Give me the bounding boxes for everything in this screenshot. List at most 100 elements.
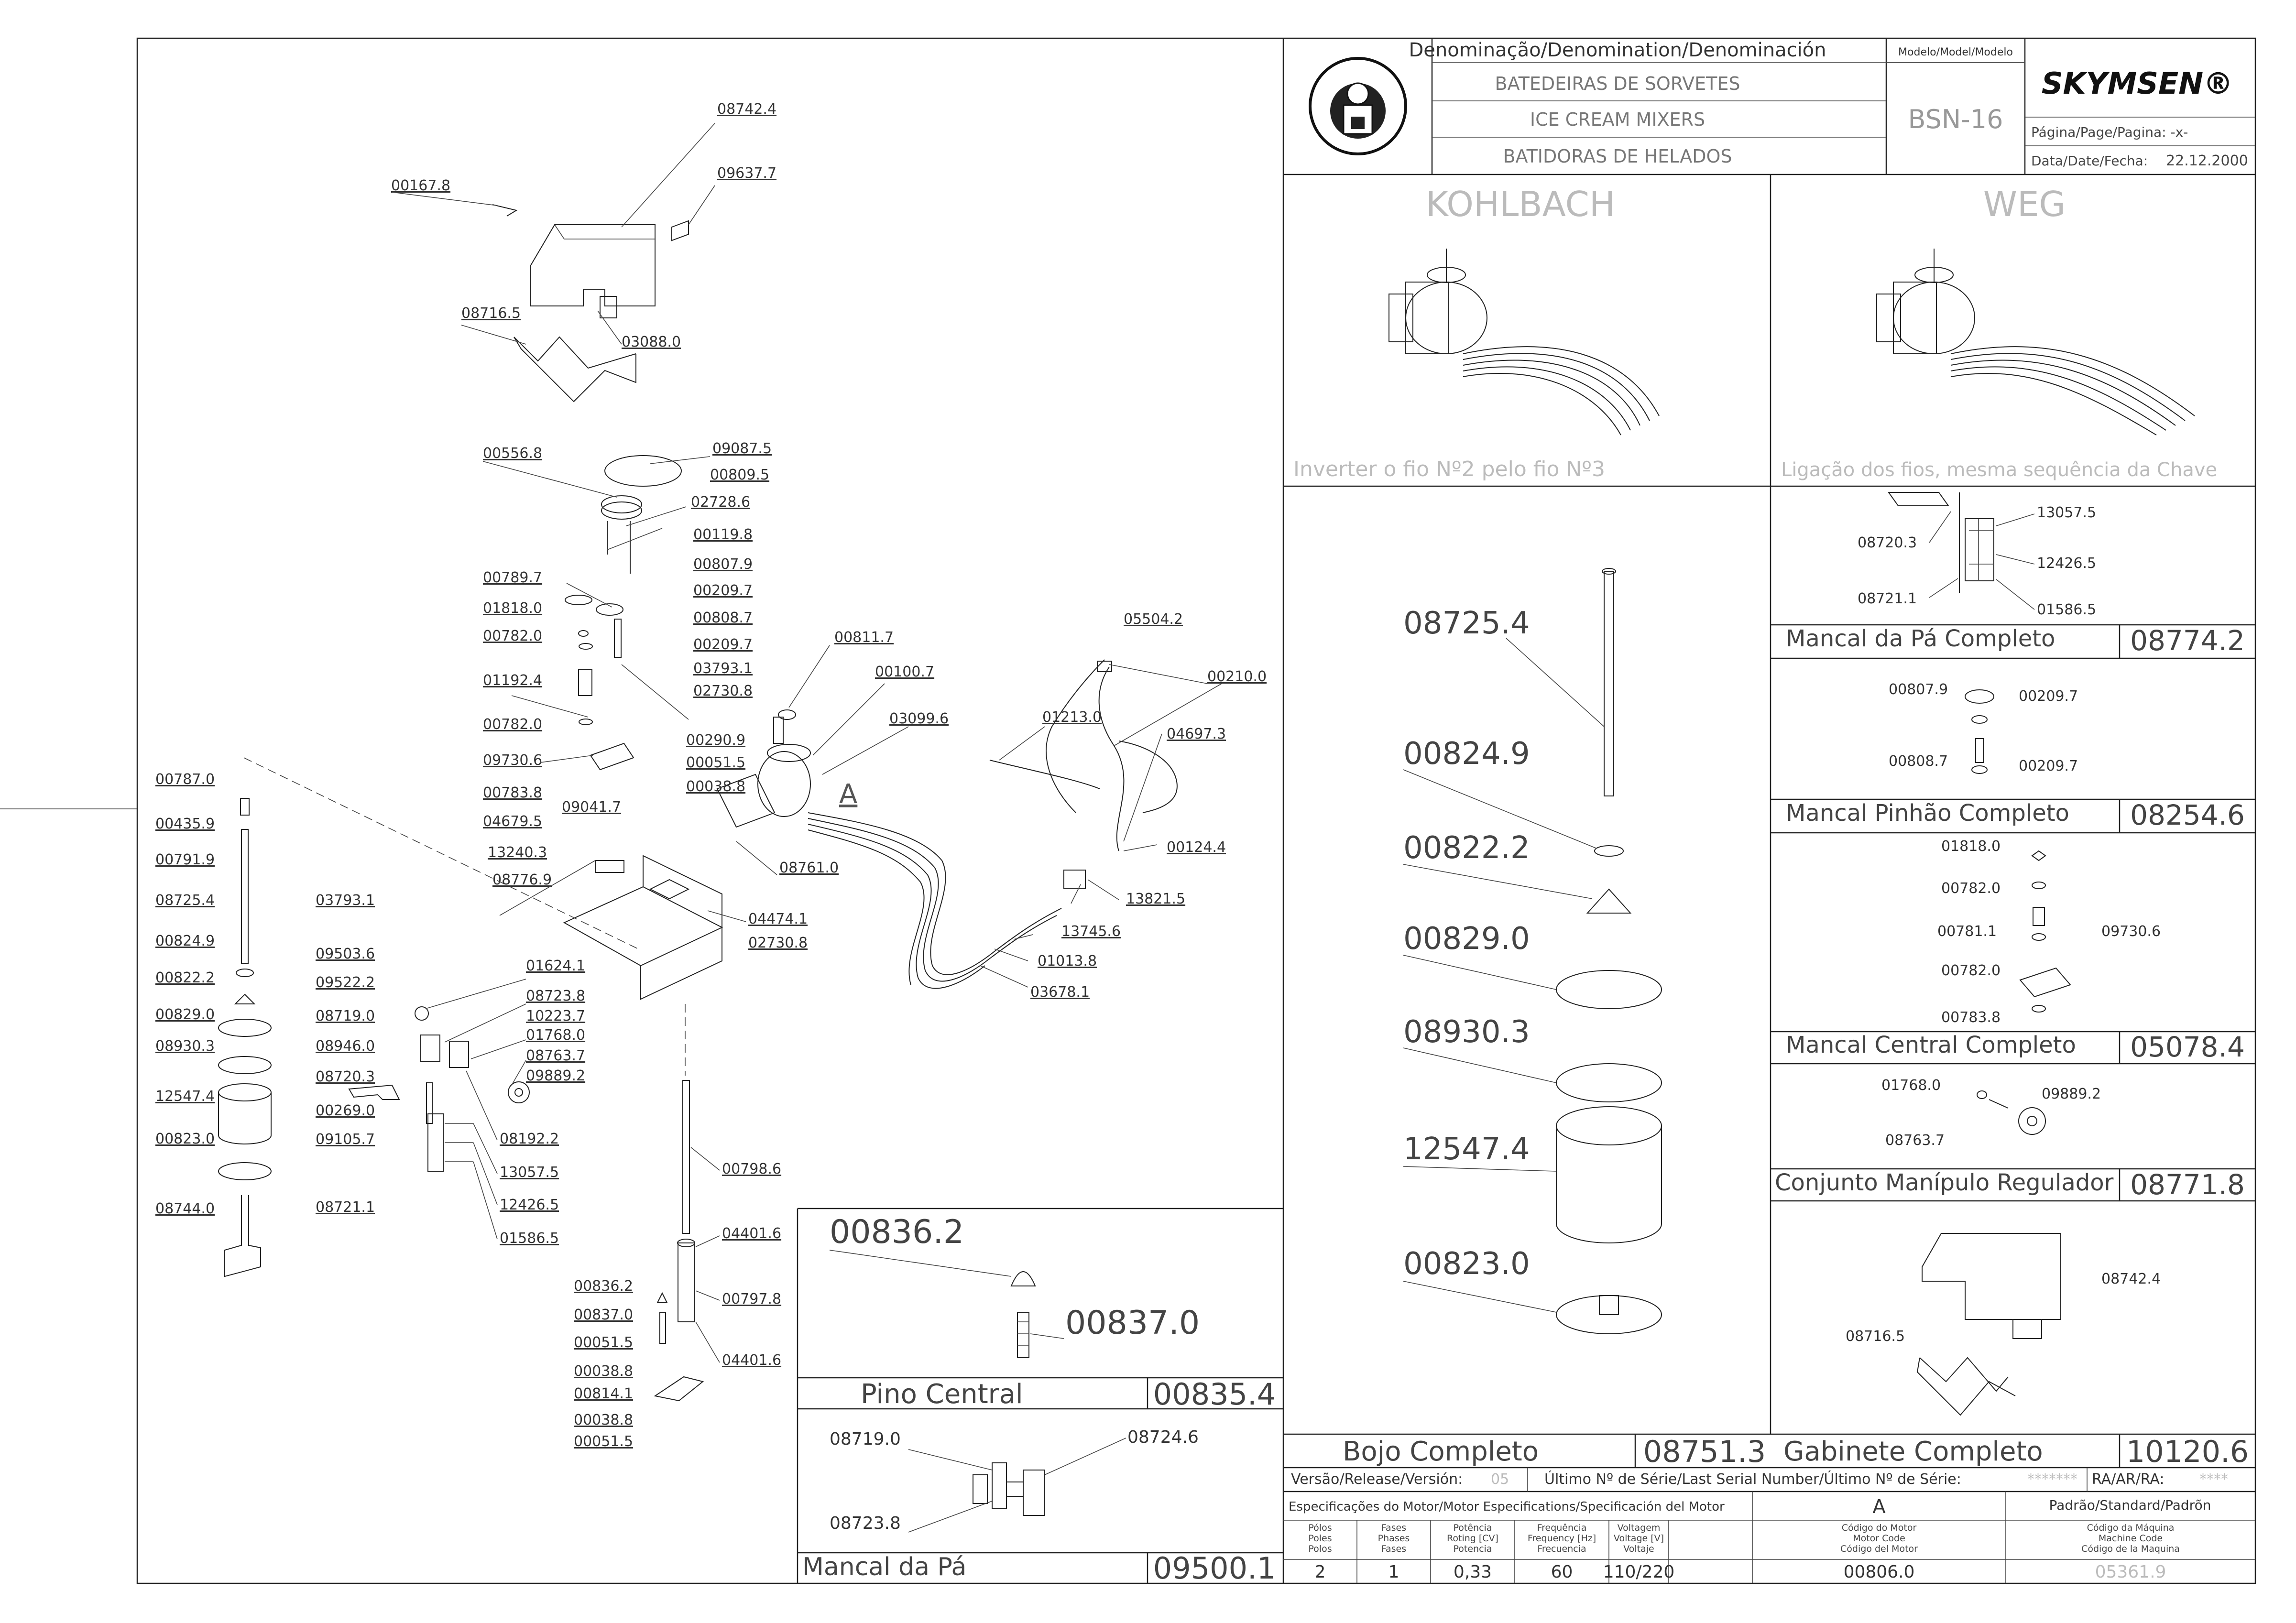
part-00823.0-b: 00823.0 [1403,1246,1530,1282]
part-label-74: 12426.5 [500,1197,559,1213]
part-label-46: A [839,779,857,810]
spec-col-label-5: Código del Motor [1840,1544,1918,1554]
spec-col-label-5: Motor Code [1853,1533,1905,1544]
part-label-7: 00809.5 [710,467,769,483]
spec-col-label-1: Fases [1381,1523,1406,1533]
bojo-panel: 08725.4 00824.9 00822.2 00829.0 08930.3 … [1283,568,2255,1469]
part-label-48: 00435.9 [155,816,215,832]
spec-col-label-1: Fases [1381,1544,1406,1554]
part-label-25: 00038.8 [686,778,745,795]
part-label-24: 00783.8 [483,784,542,801]
main-leader-lines [392,123,1222,1363]
spec-col-value-6: 05361.9 [2095,1562,2166,1582]
part-label-32: 00100.7 [875,664,934,680]
spec-col-label-4: Voltagem [1618,1523,1661,1533]
gabinete-code: 10120.6 [2126,1434,2249,1469]
part-label-29: 08776.9 [492,871,552,888]
part-label-34: 08761.0 [779,860,839,876]
date-value: 22.12.2000 [2166,152,2248,169]
kohlbach-motor-panel: KOHLBACH Inverter o fio Nº2 pelo fio Nº3 [1293,184,1660,481]
part-label-22: 09730.6 [483,752,542,769]
pino-central-label: Pino Central [861,1379,1023,1410]
part-label-10: 00807.9 [693,556,753,573]
part-label-11: 00789.7 [483,569,542,586]
standard-label: Padrão/Standard/Padrõn [2049,1497,2211,1513]
part-label-19: 02730.8 [693,683,753,699]
part-label-71: 09889.2 [526,1067,585,1084]
part-label-14: 00808.7 [693,610,753,626]
spec-col-value-2: 0,33 [1454,1562,1492,1582]
spec-col-label-0: Polos [1308,1544,1332,1554]
model-label: Modelo/Model/Modelo [1898,46,2013,58]
serial-value: ******* [2027,1471,2077,1488]
page-label: Página/Page/Pagina: -x- [2031,124,2188,140]
part-01818.0-r: 01818.0 [1941,838,2001,855]
part-label-21: 00290.9 [686,732,745,749]
part-00781.1-r: 00781.1 [1937,923,1997,940]
part-label-26: 09041.7 [562,799,621,816]
part-label-49: 00791.9 [155,851,215,868]
name-pt: BATEDEIRAS DE SORVETES [1495,73,1740,94]
part-label-80: 00836.2 [574,1278,633,1295]
part-label-53: 00829.0 [155,1006,215,1023]
weg-motor-panel: WEG Ligação dos fios, mesma sequência da… [1781,184,2217,481]
spec-col-label-4: Voltaje [1623,1544,1654,1554]
spec-col-value-4: 110/220 [1603,1562,1675,1582]
part-00824.9-b: 00824.9 [1403,736,1530,772]
part-label-44: 01013.8 [1038,953,1097,969]
part-label-57: 08744.0 [155,1200,215,1217]
part-00782.0-r1: 00782.0 [1941,880,2001,897]
part-12547.4-b: 12547.4 [1403,1132,1530,1167]
kohlbach-note: Inverter o fio Nº2 pelo fio Nº3 [1293,457,1605,481]
part-label-61: 08946.0 [316,1038,375,1055]
part-00837.0-pc: 00837.0 [1065,1304,1200,1342]
part-01768.0-r: 01768.0 [1881,1077,1941,1094]
name-en: ICE CREAM MIXERS [1530,109,1705,130]
part-label-5: 00556.8 [483,445,542,462]
serial-label: Último Nº de Série/Last Serial Number/Úl… [1544,1470,1961,1488]
denomination-label: Denominação/Denomination/Denominación [1409,39,1826,61]
part-label-42: 13821.5 [1126,891,1185,907]
authorized-service-seal [1309,57,1407,155]
spec-col-label-1: Phases [1378,1533,1410,1544]
part-label-86: 00051.5 [574,1433,633,1450]
part-label-51: 00824.9 [155,933,215,949]
spec-col-label-0: Poles [1308,1533,1332,1544]
part-label-64: 09105.7 [316,1131,375,1148]
part-label-1: 00167.8 [391,177,450,194]
spec-col-label-5: Código do Motor [1842,1523,1917,1533]
mancal-pa-completo-code: 08774.2 [2130,624,2245,657]
part-label-59: 09522.2 [316,974,375,991]
part-label-43: 13745.6 [1061,923,1121,940]
part-label-67: 08723.8 [526,988,585,1004]
part-13057.5-r: 13057.5 [2037,504,2096,521]
part-label-9: 00119.8 [693,526,753,543]
mancal-pa-completo-label: Mancal da Pá Completo [1786,625,2055,652]
part-label-35: 04474.1 [748,911,808,927]
page-frame [136,37,2256,1584]
part-09730.6-r: 09730.6 [2101,923,2161,940]
part-08716.5-r: 08716.5 [1846,1328,1905,1345]
part-label-8: 02728.6 [691,494,750,511]
part-label-40: 04697.3 [1167,726,1226,742]
part-label-83: 00038.8 [574,1363,633,1380]
part-label-0: 08742.4 [717,101,776,118]
part-label-75: 01586.5 [500,1230,559,1247]
part-label-66: 01624.1 [526,958,585,974]
part-label-27: 04679.5 [483,813,542,830]
part-01586.5-r: 01586.5 [2037,601,2096,618]
part-12426.5-r: 12426.5 [2037,555,2096,572]
part-label-38: 00210.0 [1207,668,1267,685]
mancal-central-label: Mancal Central Completo [1786,1032,2076,1058]
part-label-28: 13240.3 [488,844,547,861]
part-label-56: 00823.0 [155,1131,215,1147]
spec-col-label-2: Potência [1454,1523,1492,1533]
part-label-82: 00051.5 [574,1334,633,1351]
part-00783.8-r: 00783.8 [1941,1009,2001,1026]
bojo-label: Bojo Completo [1343,1436,1539,1467]
part-label-23: 00051.5 [686,754,745,771]
spec-col-label-3: Frecuencia [1537,1544,1586,1554]
spec-columns: PólosPolesPolos2FasesPhasesFases1Potênci… [1308,1523,2180,1582]
part-label-77: 04401.6 [722,1225,781,1242]
